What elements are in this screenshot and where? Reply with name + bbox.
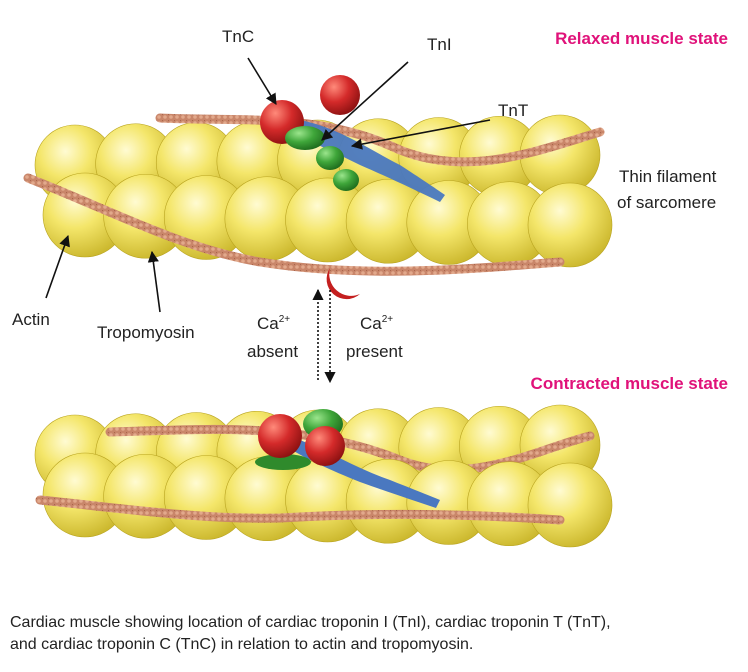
present-label: present bbox=[346, 342, 403, 361]
tnt-label: TnT bbox=[498, 101, 528, 120]
contracted-tni-base bbox=[255, 454, 311, 470]
ca-symbol-absent: Ca bbox=[257, 314, 279, 333]
relaxed-actin-front bbox=[527, 182, 613, 268]
contracted-actin-front bbox=[527, 462, 613, 548]
thin-filament-label: Thin filament bbox=[619, 167, 717, 186]
actin-label: Actin bbox=[12, 310, 50, 329]
ca-transition-arrows bbox=[312, 288, 336, 384]
relaxed-tni-lobe-2 bbox=[333, 169, 359, 191]
relaxed-tni-lobe bbox=[316, 146, 344, 170]
ca-present-label: Ca2+ bbox=[360, 314, 393, 333]
relaxed-tnc-lower bbox=[326, 268, 360, 300]
tnc-label: TnC bbox=[222, 27, 254, 46]
tni-label: TnI bbox=[427, 35, 452, 54]
tnc-pointer bbox=[247, 57, 277, 105]
relaxed-state-title: Relaxed muscle state bbox=[555, 29, 728, 48]
figure-caption: Cardiac muscle showing location of cardi… bbox=[10, 612, 740, 656]
tropomyosin-label: Tropomyosin bbox=[97, 323, 195, 342]
contracted-tropomyosin-back bbox=[105, 424, 595, 475]
tnt-pointer bbox=[350, 119, 491, 150]
leader-lines bbox=[45, 57, 491, 313]
contracted-state-title: Contracted muscle state bbox=[531, 374, 728, 393]
actin-pointer bbox=[45, 234, 70, 299]
ca-charge-present: 2+ bbox=[382, 314, 394, 325]
ca-symbol-present: Ca bbox=[360, 314, 382, 333]
relaxed-tni bbox=[285, 126, 325, 150]
tropomyosin-pointer bbox=[147, 250, 161, 313]
ca-absent-label: Ca2+ bbox=[257, 314, 290, 333]
sarcomere-label: of sarcomere bbox=[617, 193, 716, 212]
contracted-tnc bbox=[258, 414, 302, 458]
relaxed-tropomyosin-front bbox=[23, 173, 565, 276]
tni-pointer bbox=[321, 61, 409, 141]
relaxed-tnc-upper bbox=[320, 75, 360, 115]
absent-label: absent bbox=[247, 342, 298, 361]
contracted-troponin-complex bbox=[255, 409, 440, 508]
contracted-filament bbox=[34, 404, 613, 548]
contracted-tnc-2 bbox=[305, 426, 345, 466]
relaxed-tropomyosin-back bbox=[155, 113, 605, 167]
caption-line-2: and cardiac troponin C (TnC) in relation… bbox=[10, 636, 474, 653]
contracted-tropomyosin-front bbox=[35, 495, 565, 525]
caption-line-1: Cardiac muscle showing location of cardi… bbox=[10, 614, 611, 631]
ca-charge-absent: 2+ bbox=[279, 314, 291, 325]
